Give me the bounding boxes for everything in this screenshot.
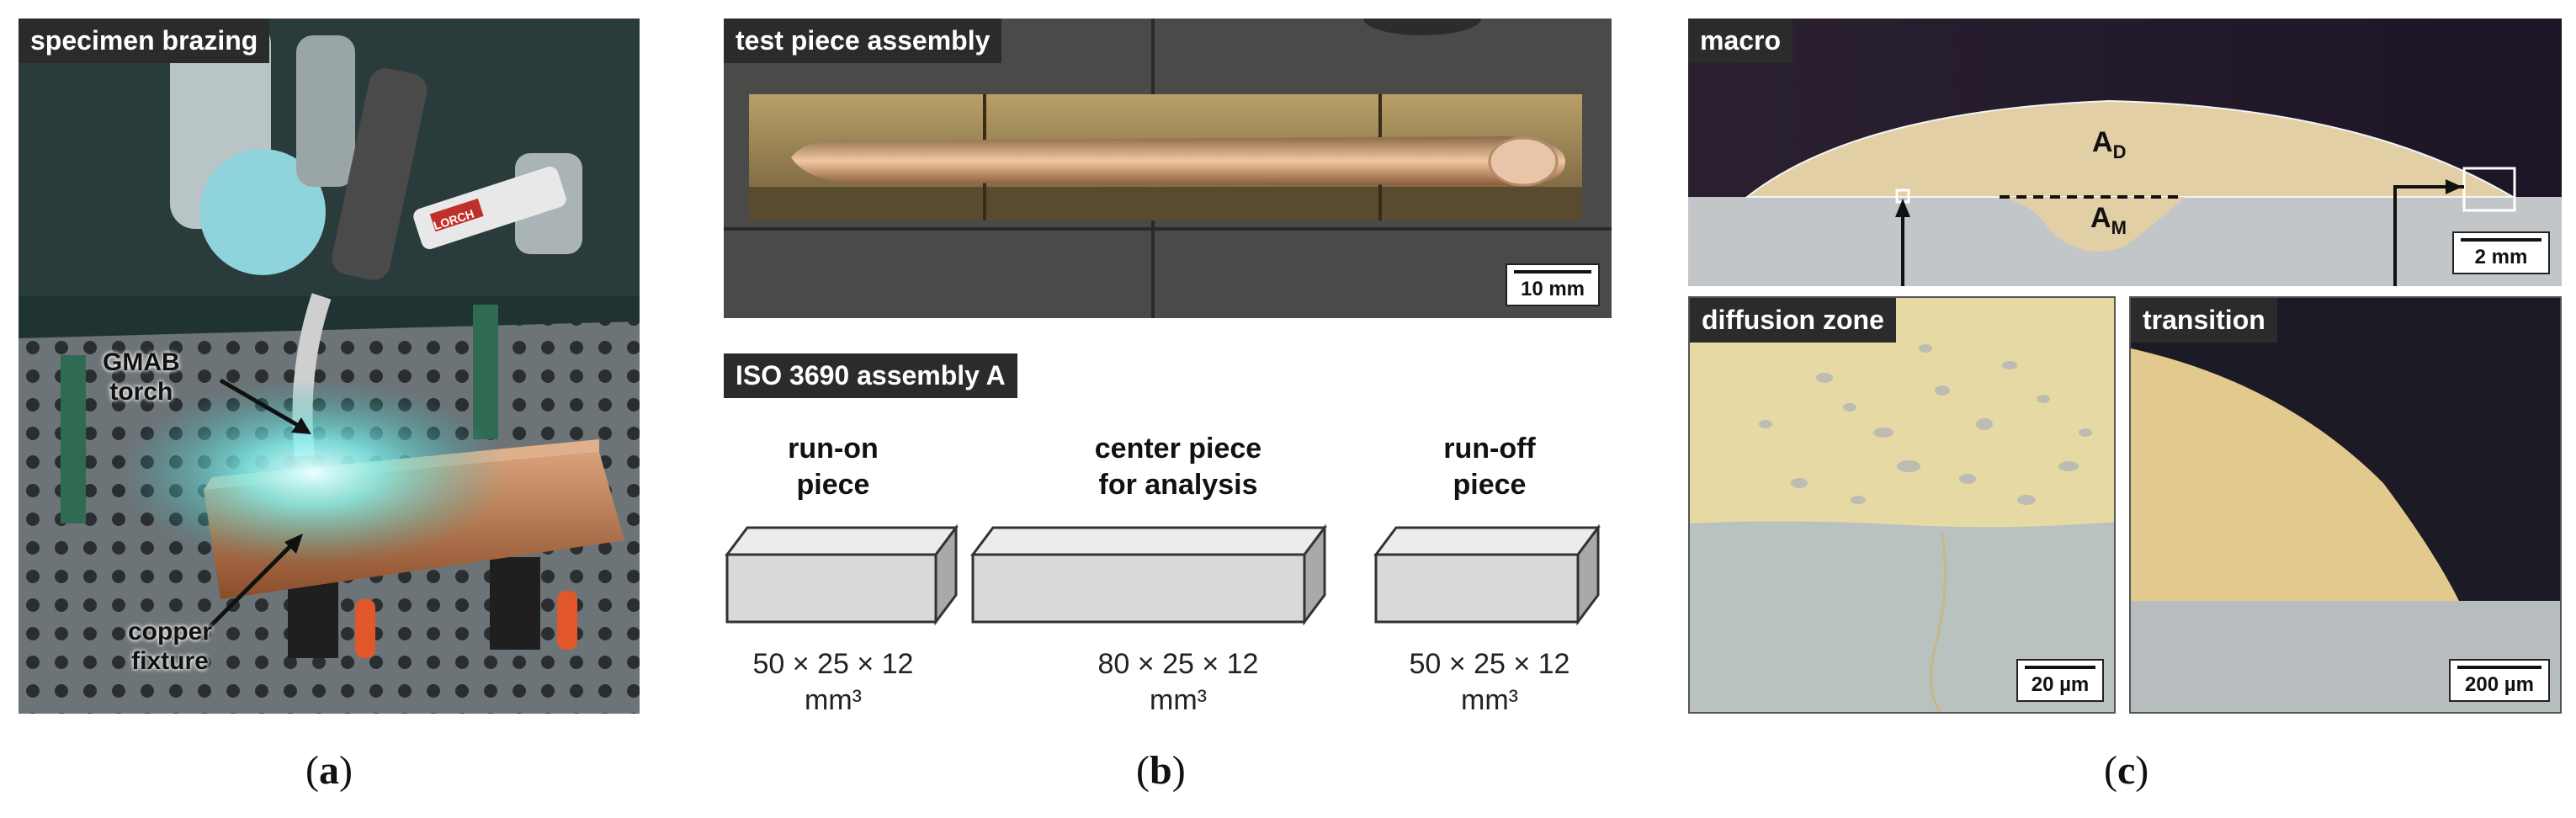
macro-section: [1688, 19, 2562, 286]
fixture-callout-line2: fixture: [131, 646, 209, 675]
center-dims-value: 80 × 25 × 12: [1097, 648, 1259, 680]
run-off-dims-value: 50 × 25 × 12: [1409, 648, 1570, 680]
torch-body: [332, 68, 428, 280]
center-title-line1: center piece: [1094, 433, 1262, 465]
run-on-dims-value: 50 × 25 × 12: [752, 648, 914, 680]
braze-deposit: [1745, 99, 2516, 198]
transition-micro: [2131, 298, 2560, 712]
caption-c-letter: c: [2117, 748, 2136, 793]
caption-c-close: ): [2135, 748, 2149, 793]
macro-label: macro: [1688, 19, 1793, 63]
panel-c-macro-photo: macro AD AM 2 mm: [1688, 19, 2562, 286]
run-on-title-line1: run-on: [788, 433, 879, 465]
caption-c: (c): [2104, 747, 2148, 794]
center-dims-unit: mm³: [1150, 683, 1207, 716]
run-off-title: run-off piece: [1376, 431, 1603, 502]
test-piece-scene: [724, 19, 1612, 318]
panel-b-label: test piece assembly: [724, 19, 1002, 63]
panel-c-transition-photo: transition 200 µm: [2129, 296, 2562, 714]
caption-b-close: ): [1171, 748, 1186, 793]
run-off-title-line1: run-off: [1443, 433, 1536, 465]
center-dims: 80 × 25 × 12 mm³: [1010, 646, 1346, 718]
caption-b: (b): [1136, 747, 1186, 794]
panel-a-label: specimen brazing: [19, 19, 270, 63]
panel-b-scale-text: 10 mm: [1520, 278, 1585, 300]
area-m-symbol: A: [2090, 202, 2111, 234]
caption-c-open: (: [2104, 748, 2117, 793]
run-off-title-line2: piece: [1453, 468, 1527, 501]
transition-scale-bar: 200 µm: [2449, 659, 2550, 702]
run-off-dims: 50 × 25 × 12 mm³: [1376, 646, 1603, 718]
panel-b-photo: test piece assembly 10 mm: [724, 19, 1612, 318]
caption-a-open: (: [305, 748, 319, 793]
fixture-callout-line1: copper: [128, 618, 213, 645]
caption-b-open: (: [1136, 748, 1150, 793]
molten-base: [2000, 197, 2185, 252]
caption-a: (a): [305, 747, 353, 794]
transition-scale-text: 200 µm: [2465, 673, 2534, 696]
steel-substrate: [1690, 521, 2114, 712]
assembly-boxes: [725, 523, 1601, 626]
caption-a-close: ): [338, 748, 353, 793]
center-title: center piece for analysis: [1010, 431, 1346, 502]
assembly-label: ISO 3690 assembly A: [724, 353, 1017, 398]
diffusion-scale-text: 20 µm: [2031, 673, 2090, 696]
fixture-callout: copper fixture: [128, 618, 212, 676]
transition-label: transition: [2131, 298, 2277, 343]
braze-edge: [2131, 348, 2459, 601]
run-on-title: run-on piece: [724, 431, 943, 502]
area-m-label: AM: [2090, 202, 2127, 239]
diffusion-label: diffusion zone: [1690, 298, 1896, 343]
panel-a-photo: LORCH specimen brazing GMAB torch copper…: [19, 19, 640, 714]
caption-b-letter: b: [1149, 748, 1172, 793]
run-on-box: [725, 523, 959, 626]
torch-callout: GMAB torch: [103, 348, 180, 406]
center-title-line2: for analysis: [1098, 468, 1258, 501]
braze-bead: [791, 136, 1565, 186]
macro-scale-text: 2 mm: [2474, 246, 2528, 268]
macro-scale-bar: 2 mm: [2452, 231, 2550, 274]
center-box: [970, 523, 1327, 626]
run-on-dims-unit: mm³: [805, 683, 862, 716]
area-d-symbol: A: [2092, 126, 2113, 158]
run-off-dims-unit: mm³: [1461, 683, 1518, 716]
area-m-subscript: M: [2111, 216, 2127, 238]
run-on-title-line2: piece: [796, 468, 870, 501]
diffusion-scale-bar: 20 µm: [2016, 659, 2104, 702]
run-on-dims: 50 × 25 × 12 mm³: [724, 646, 943, 718]
diffusion-micro: [1690, 298, 2114, 712]
torch-callout-line1: GMAB: [103, 348, 180, 376]
run-off-box: [1373, 523, 1601, 626]
panel-c-diffusion-photo: diffusion zone 20 µm: [1688, 296, 2116, 714]
area-d-subscript: D: [2112, 141, 2127, 162]
torch-callout-line2: torch: [109, 377, 173, 406]
area-d-label: AD: [2092, 126, 2126, 163]
caption-a-letter: a: [318, 748, 339, 793]
brazing-scene: LORCH: [19, 19, 640, 714]
arc-glow: [120, 380, 507, 566]
panel-b-scale-bar: 10 mm: [1506, 263, 1600, 306]
